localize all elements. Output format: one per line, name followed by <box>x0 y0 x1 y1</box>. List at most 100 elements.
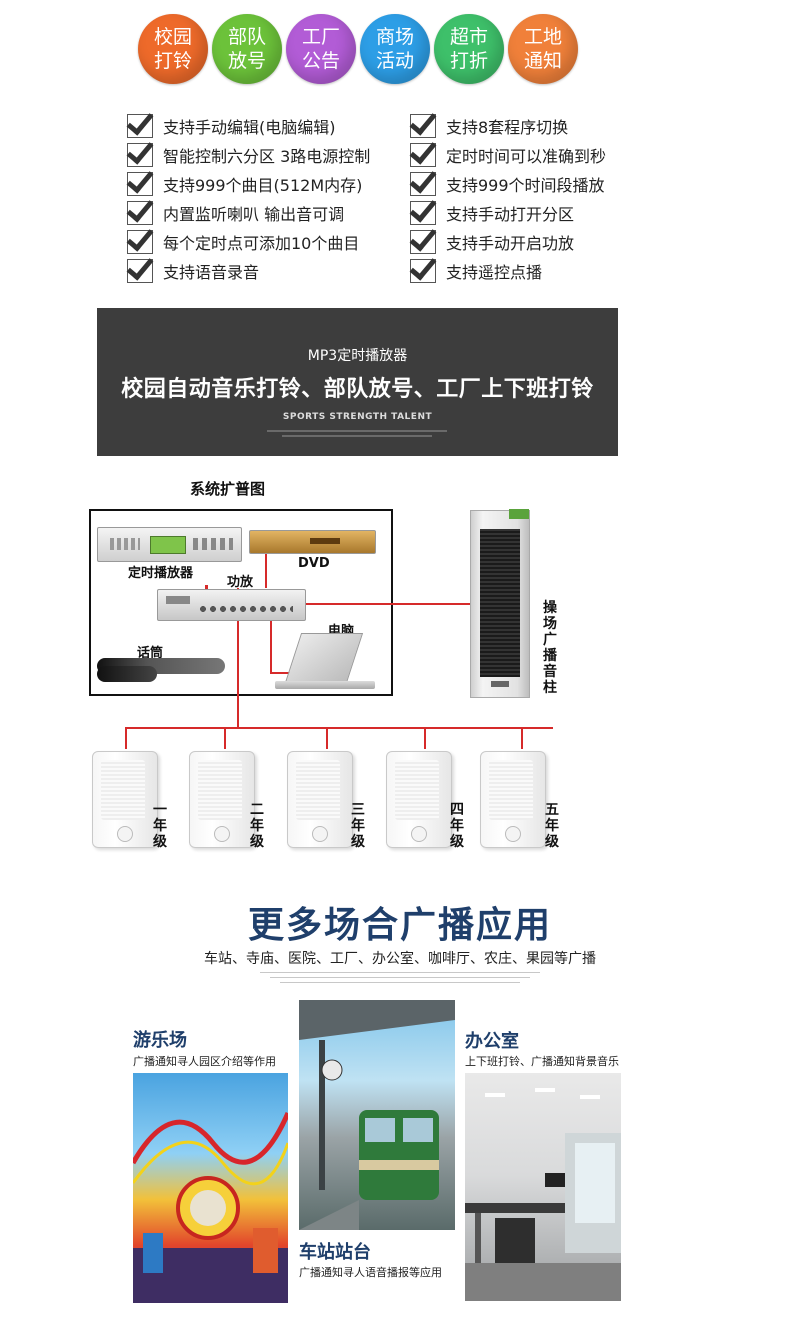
feature-item: 内置监听喇叭 输出音可调 <box>127 200 344 226</box>
dvd-device <box>249 530 376 554</box>
wall-speaker <box>480 751 546 848</box>
speaker-label: 五年级 <box>545 802 559 850</box>
wire <box>326 727 328 749</box>
amusement-park-photo <box>133 1073 288 1303</box>
feature-text: 支持8套程序切换 <box>446 118 569 137</box>
circle-line1: 工厂 <box>301 26 340 48</box>
banner-title: 校园自动音乐打铃、部队放号、工厂上下班打铃 <box>121 377 594 402</box>
feature-item: 定时时间可以准确到秒 <box>410 142 606 168</box>
office-desc: 上下班打铃、广播通知背景音乐 <box>465 1055 619 1068</box>
circle-line2: 放号 <box>227 50 266 72</box>
checkmark-icon <box>127 259 153 283</box>
wire <box>224 727 226 749</box>
feature-text: 定时时间可以准确到秒 <box>446 147 607 166</box>
circle-construction: 工地 通知 <box>508 14 578 84</box>
feature-item: 支持手动编辑(电脑编辑) <box>127 113 336 139</box>
office-title: 办公室 <box>465 1031 519 1052</box>
feature-item: 智能控制六分区 3路电源控制 <box>127 142 370 168</box>
speaker-label: 三年级 <box>351 802 365 850</box>
wire <box>265 553 267 588</box>
wire <box>424 727 426 749</box>
more-applications-title: 更多场合广播应用 <box>247 904 552 946</box>
circle-line1: 部队 <box>227 26 266 48</box>
microphone-device <box>97 666 157 682</box>
feature-item: 支持语音录音 <box>127 258 259 284</box>
amplifier-device <box>157 589 306 621</box>
checkmark-icon <box>410 201 436 225</box>
office-photo <box>465 1073 621 1301</box>
feature-item: 支持999个曲目(512M内存) <box>127 171 362 197</box>
wall-speaker <box>189 751 255 848</box>
checkmark-icon <box>127 172 153 196</box>
speaker-label: 二年级 <box>250 802 264 850</box>
wire <box>125 727 127 749</box>
circle-line1: 工地 <box>523 26 562 48</box>
feature-text: 支持遥控点播 <box>446 263 543 282</box>
feature-text: 支持手动编辑(电脑编辑) <box>163 118 336 137</box>
diagram-title: 系统扩普图 <box>190 480 266 498</box>
wall-speaker <box>386 751 452 848</box>
checkmark-icon <box>127 201 153 225</box>
feature-text: 支持手动开启功放 <box>446 234 575 253</box>
feature-item: 支持8套程序切换 <box>410 113 568 139</box>
circle-line1: 超市 <box>449 26 488 48</box>
circle-line2: 公告 <box>301 50 340 72</box>
checkmark-icon <box>127 230 153 254</box>
circle-supermarket: 超市 打折 <box>434 14 504 84</box>
feature-item: 支持手动打开分区 <box>410 200 574 226</box>
checkmark-icon <box>410 259 436 283</box>
fine-print <box>280 982 520 983</box>
feature-text: 每个定时点可添加10个曲目 <box>163 234 360 253</box>
banner-fine-print <box>282 435 432 437</box>
amplifier-label: 功放 <box>227 575 254 590</box>
wire <box>237 588 239 728</box>
fine-print <box>260 972 540 973</box>
feature-text: 支持手动打开分区 <box>446 205 575 224</box>
banner-tagline: SPORTS STRENGTH TALENT <box>282 412 433 422</box>
wall-speaker <box>92 751 158 848</box>
wire <box>270 603 272 673</box>
checkmark-icon <box>127 114 153 138</box>
column-speaker <box>470 509 530 698</box>
wire <box>270 603 470 605</box>
feature-item: 支持手动开启功放 <box>410 229 574 255</box>
park-desc: 广播通知寻人园区介绍等作用 <box>133 1055 276 1068</box>
feature-text: 智能控制六分区 3路电源控制 <box>163 147 371 166</box>
speaker-label: 一年级 <box>153 802 167 850</box>
product-banner: MP3定时播放器 校园自动音乐打铃、部队放号、工厂上下班打铃 SPORTS ST… <box>97 308 618 456</box>
station-desc: 广播通知寻人语音播报等应用 <box>299 1266 442 1279</box>
train-station-photo <box>299 1000 455 1230</box>
circle-line1: 商场 <box>375 26 414 48</box>
feature-text: 支持999个曲目(512M内存) <box>163 176 363 195</box>
circle-army: 部队 放号 <box>212 14 282 84</box>
banner-subtitle: MP3定时播放器 <box>307 348 408 364</box>
microphone-label: 话筒 <box>137 646 164 661</box>
checkmark-icon <box>410 143 436 167</box>
feature-item: 支持999个时间段播放 <box>410 171 605 197</box>
circle-campus: 校园 打铃 <box>138 14 208 84</box>
more-applications-subtitle: 车站、寺庙、医院、工厂、办公室、咖啡厅、农庄、果园等广播 <box>204 951 596 967</box>
circle-factory: 工厂 公告 <box>286 14 356 84</box>
wire <box>521 727 523 749</box>
column-speaker-label: 操场广播音柱 <box>543 600 557 696</box>
checkmark-icon <box>410 230 436 254</box>
circle-line2: 打折 <box>449 50 488 72</box>
checkmark-icon <box>410 172 436 196</box>
wire <box>270 672 290 674</box>
circle-mall: 商场 活动 <box>360 14 430 84</box>
banner-fine-print <box>267 430 447 432</box>
feature-text: 支持语音录音 <box>163 263 260 282</box>
checkmark-icon <box>127 143 153 167</box>
park-title: 游乐场 <box>133 1030 187 1051</box>
feature-text: 内置监听喇叭 输出音可调 <box>163 205 345 224</box>
feature-text: 支持999个时间段播放 <box>446 176 605 195</box>
wire <box>125 727 553 729</box>
feature-item: 每个定时点可添加10个曲目 <box>127 229 359 255</box>
circle-line2: 通知 <box>523 50 562 72</box>
dvd-label: DVD <box>298 556 330 571</box>
speaker-label: 四年级 <box>450 802 464 850</box>
timer-player-label: 定时播放器 <box>128 566 194 581</box>
circle-line1: 校园 <box>153 26 192 48</box>
station-title: 车站站台 <box>299 1242 371 1263</box>
fine-print <box>270 977 530 978</box>
